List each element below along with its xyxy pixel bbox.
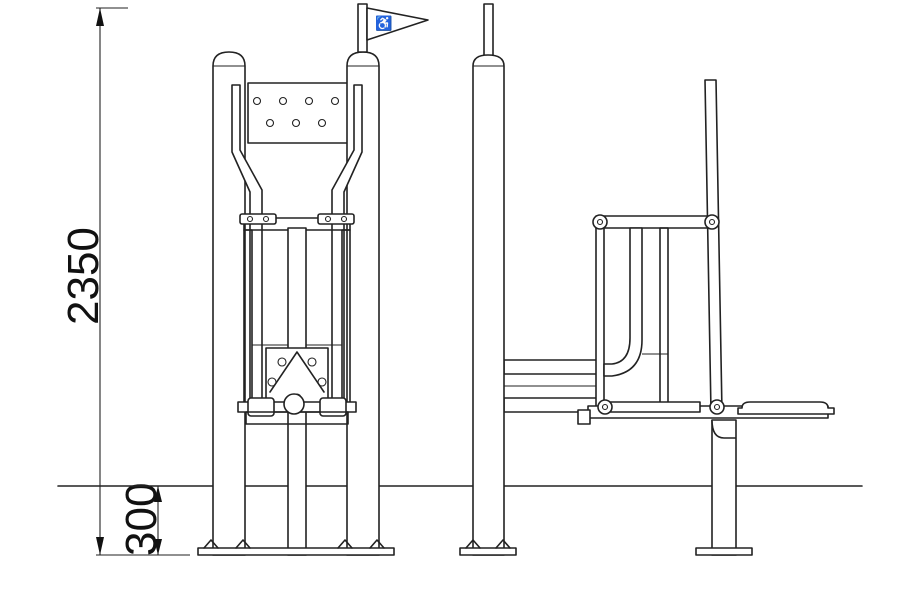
panel-holes xyxy=(252,96,340,128)
wheelchair-user-icon: ♿ xyxy=(375,15,392,32)
depth-dimension: 300 xyxy=(117,483,166,556)
pivot-joints xyxy=(592,214,725,415)
front-view: ♿ xyxy=(197,3,429,556)
height-dimension-label: 2350 xyxy=(59,227,108,325)
foot-clamps xyxy=(237,393,357,425)
side-view xyxy=(459,3,835,556)
height-dimension: 2350 xyxy=(59,7,190,556)
upper-clamps xyxy=(239,213,355,225)
depth-dimension-label: 300 xyxy=(117,483,166,556)
